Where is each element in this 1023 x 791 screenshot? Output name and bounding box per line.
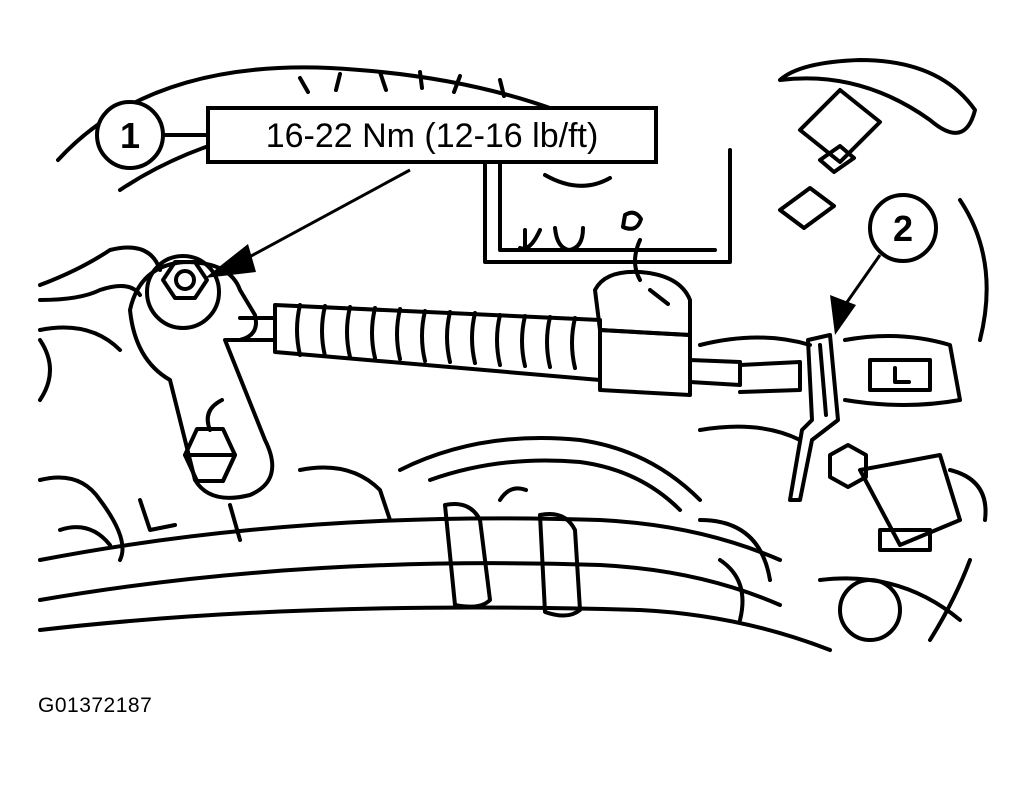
callout-2: 2	[830, 193, 938, 335]
callout-2-circle	[868, 193, 938, 263]
figure-id: G01372187	[38, 694, 153, 717]
torque-spec-box	[206, 106, 658, 164]
callout-2-arrowhead	[830, 295, 856, 335]
callout-1-number: 1	[120, 115, 140, 156]
callout-1-pointer-line	[239, 168, 411, 264]
callout-2-number: 2	[893, 208, 913, 249]
callout-2-pointer-line	[843, 254, 882, 306]
callout-1-arrowhead	[205, 244, 256, 278]
torque-spec-text: 16-22 Nm (12-16 lb/ft)	[266, 117, 599, 155]
engine-linework	[38, 58, 989, 652]
callout-1: 1 16-22 Nm (12-16 lb/ft)	[95, 100, 658, 278]
